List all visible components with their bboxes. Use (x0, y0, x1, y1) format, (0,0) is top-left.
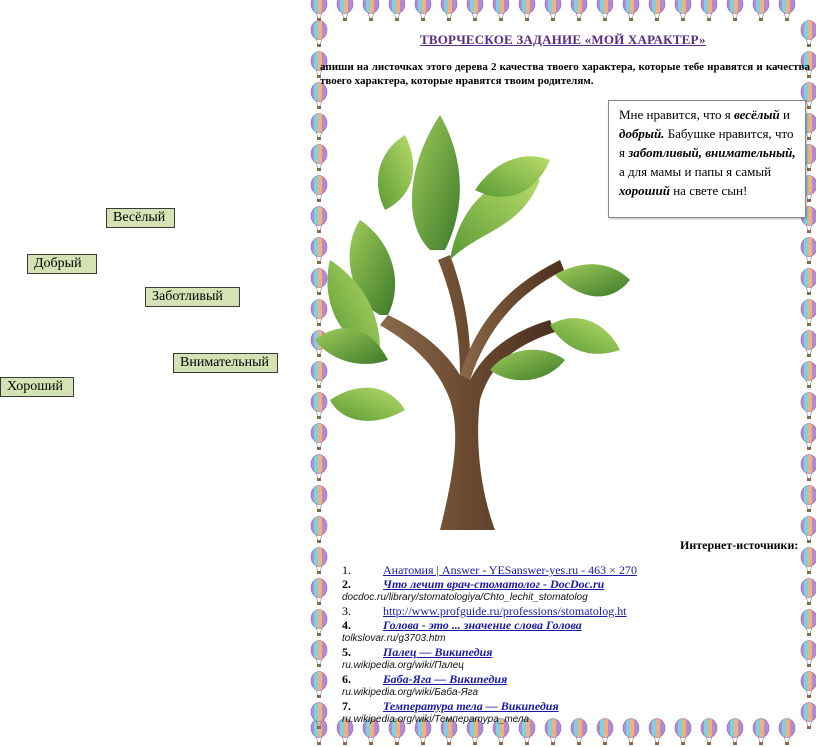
source-url: tolkslovar.ru/g3703.htm (342, 633, 446, 644)
balloon-icon (308, 671, 330, 700)
balloon-icon (490, 0, 512, 23)
balloon-icon (308, 485, 330, 514)
balloon-icon (798, 20, 816, 49)
label-vnimatelny[interactable]: Внимательный (173, 353, 278, 373)
balloon-icon (308, 423, 330, 452)
balloon-icon (308, 516, 330, 545)
source-item: 7.Температура тела — Википедия ru.wikipe… (342, 699, 802, 726)
balloon-icon (798, 51, 816, 80)
balloon-icon (798, 609, 816, 638)
source-link[interactable]: Что лечит врач-стоматолог - DocDoc.ru (383, 577, 605, 591)
balloon-icon (542, 0, 564, 23)
balloon-icon (798, 268, 816, 297)
balloon-icon (334, 0, 356, 23)
source-url: ru.wikipedia.org/wiki/Палец (342, 660, 464, 671)
balloon-icon (798, 671, 816, 700)
balloon-icon (438, 0, 460, 23)
balloon-border-top (308, 0, 802, 23)
source-link[interactable]: http://www.profguide.ru/professions/stom… (383, 604, 627, 618)
task-instructions: апиши на листочках этого дерева 2 качест… (320, 61, 810, 87)
balloon-icon (798, 578, 816, 607)
source-url: docdoc.ru/library/stomatologiya/Chto_lec… (342, 592, 588, 603)
balloon-icon (308, 113, 330, 142)
balloon-border-right (798, 20, 816, 733)
source-link[interactable]: Палец — Википедия (383, 645, 493, 659)
balloon-icon (386, 0, 408, 23)
source-link[interactable]: Голова - это ... значение слова Голова (383, 618, 582, 632)
balloon-icon (308, 82, 330, 111)
balloon-icon (798, 516, 816, 545)
label-horoshy[interactable]: Хороший (0, 377, 74, 397)
balloon-icon (308, 0, 330, 23)
balloon-icon (308, 299, 330, 328)
source-item: 4.Голова - это ... значение слова Голова… (342, 618, 802, 645)
balloon-icon (798, 423, 816, 452)
balloon-border-left (308, 20, 330, 733)
source-item: 6.Баба-Яга — Википедия ru.wikipedia.org/… (342, 672, 802, 699)
balloon-icon (776, 0, 798, 23)
balloon-icon (798, 237, 816, 266)
balloon-icon (308, 175, 330, 204)
balloon-icon (412, 0, 434, 23)
balloon-icon (308, 144, 330, 173)
label-zabotlivy[interactable]: Заботливый (145, 287, 240, 307)
balloon-icon (308, 454, 330, 483)
balloon-icon (698, 0, 720, 23)
balloon-icon (798, 702, 816, 731)
label-vesyoly[interactable]: Весёлый (106, 208, 175, 228)
balloon-icon (308, 361, 330, 390)
balloon-icon (308, 237, 330, 266)
source-link-extra[interactable]: answer-yes.ru - 463 × 270 (511, 563, 637, 577)
balloon-icon (308, 702, 330, 731)
balloon-icon (308, 640, 330, 669)
balloon-icon (798, 547, 816, 576)
balloon-icon (724, 0, 746, 23)
balloon-icon (798, 361, 816, 390)
source-url: ru.wikipedia.org/wiki/Баба-Яга (342, 687, 479, 698)
source-item: 2.Что лечит врач-стоматолог - DocDoc.ru … (342, 577, 802, 604)
source-link[interactable]: Баба-Яга — Википедия (383, 672, 508, 686)
source-item: 5.Палец — Википедия ru.wikipedia.org/wik… (342, 645, 802, 672)
balloon-icon (308, 20, 330, 49)
balloon-icon (464, 0, 486, 23)
balloon-icon (798, 485, 816, 514)
balloon-icon (798, 299, 816, 328)
balloon-icon (798, 330, 816, 359)
balloon-icon (798, 392, 816, 421)
balloon-icon (308, 206, 330, 235)
balloon-icon (308, 51, 330, 80)
balloon-icon (308, 392, 330, 421)
source-link[interactable]: Температура тела — Википедия (383, 699, 559, 713)
source-link[interactable]: Анатомия | Answer - YES (383, 563, 512, 577)
sources-list: 1.Анатомия | Answer - YES answer-yes.ru … (342, 563, 802, 726)
balloon-icon (672, 0, 694, 23)
sources-heading: Интернет-источники: (680, 538, 799, 552)
balloon-icon (308, 268, 330, 297)
balloon-icon (798, 82, 816, 111)
page-title: ТВОРЧЕСКОЕ ЗАДАНИЕ «МОЙ ХАРАКТЕР» (420, 32, 706, 47)
balloon-icon (620, 0, 642, 23)
source-url: ru.wikipedia.org/wiki/Температура_тела (342, 714, 530, 725)
speech-callout: Мне нравится, что я весёлый и добрый. Ба… (608, 100, 806, 218)
balloon-icon (750, 0, 772, 23)
tree-illustration (315, 115, 630, 530)
source-item: 3.http://www.profguide.ru/professions/st… (342, 604, 627, 618)
balloon-icon (308, 609, 330, 638)
source-item: 1.Анатомия | Answer - YES answer-yes.ru … (342, 563, 637, 577)
balloon-icon (646, 0, 668, 23)
balloon-icon (308, 578, 330, 607)
balloon-icon (568, 0, 590, 23)
balloon-icon (516, 0, 538, 23)
balloon-icon (308, 547, 330, 576)
balloon-icon (594, 0, 616, 23)
balloon-icon (798, 640, 816, 669)
label-dobry[interactable]: Добрый (27, 254, 97, 274)
balloon-icon (360, 0, 382, 23)
balloon-icon (798, 454, 816, 483)
